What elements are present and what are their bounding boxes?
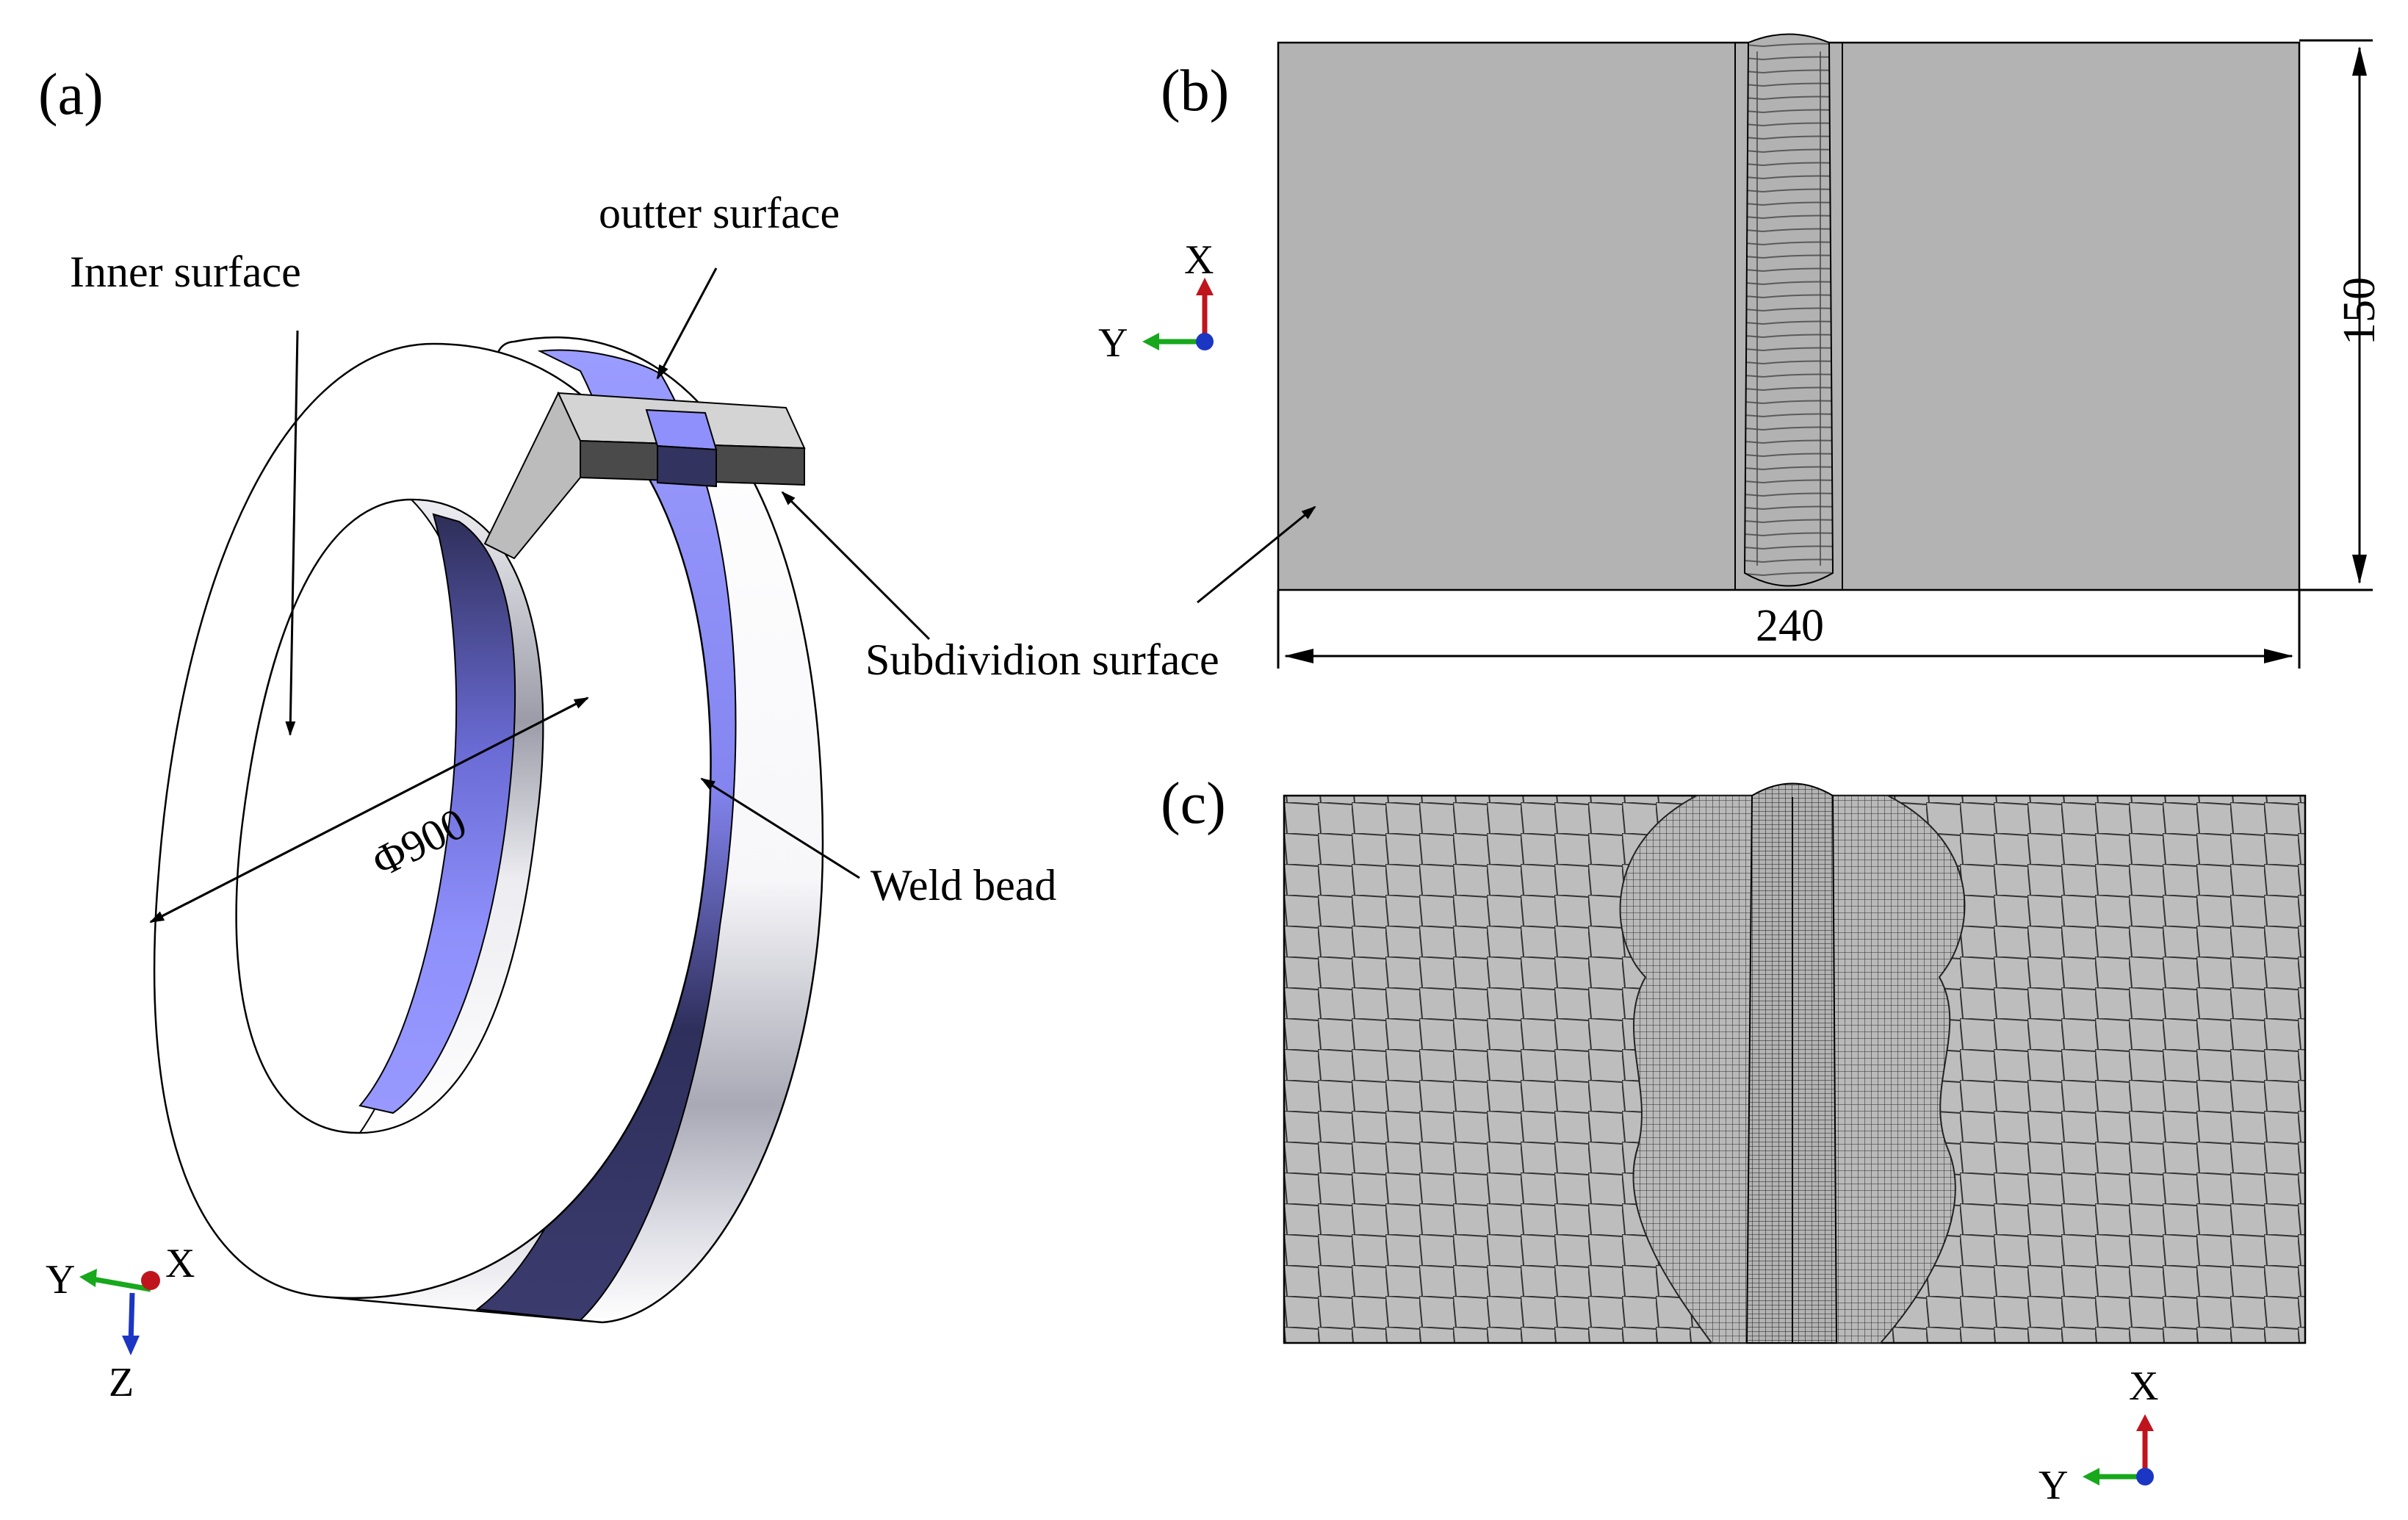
subdivision-block <box>483 391 806 560</box>
triad-a-z-arrowhead <box>122 1336 140 1355</box>
triad-b-origin <box>1196 333 1214 350</box>
triad-c: X Y <box>2038 1364 2158 1508</box>
label-subdivision-surface: Subdividion surface <box>865 635 1219 684</box>
arrow-inner-surface <box>285 330 299 736</box>
dim-240-label: 240 <box>1756 601 1824 651</box>
triad-b-y-arrowhead <box>1142 333 1159 350</box>
triad-a-y-axis <box>87 1275 151 1292</box>
arrow-subdivision-surface <box>1197 505 1316 604</box>
triad-c-y-label: Y <box>2038 1463 2068 1508</box>
triad-c-x-label: X <box>2129 1364 2158 1409</box>
dim-150-label: 150 <box>2335 277 2384 345</box>
triad-a-x-dot <box>141 1271 160 1290</box>
triad-a: X Y Z <box>46 1241 195 1405</box>
triad-b: X Y <box>1098 237 1214 366</box>
weld-bead-inner-band <box>358 513 516 1114</box>
triad-a-x-label: X <box>165 1241 195 1286</box>
diameter-arrow-right <box>150 696 589 923</box>
triad-c-y-arrowhead <box>2083 1468 2099 1485</box>
triad-a-y-arrowhead <box>79 1269 97 1287</box>
ring-model <box>153 336 824 1324</box>
label-outer-surface: outter surface <box>599 189 840 237</box>
panel-b: (b) 150 240 Subdividion surface <box>865 33 2384 684</box>
weld-bead-toe-lines <box>1756 51 1821 566</box>
arrow-outer-surface <box>656 267 718 380</box>
label-weld-bead: Weld bead <box>870 861 1056 910</box>
mesh-model <box>1283 782 2307 1344</box>
triad-b-y-label: Y <box>1098 320 1128 366</box>
panel-a-label: (a) <box>38 62 104 127</box>
label-inner-surface: Inner surface <box>70 248 301 296</box>
triad-b-x-arrowhead <box>1196 278 1214 295</box>
arrow-weld-bead <box>700 777 860 879</box>
panel-c-label: (c) <box>1161 771 1226 836</box>
panel-b-label: (b) <box>1161 59 1229 123</box>
triad-a-z-label: Z <box>109 1360 134 1405</box>
triad-a-y-label: Y <box>46 1257 75 1303</box>
triad-c-x-arrowhead <box>2136 1414 2154 1431</box>
triad-c-origin <box>2136 1468 2154 1485</box>
panel-a: (a) Inner surface outter surface <box>38 62 1056 1405</box>
panel-c: (c) X Y <box>1161 771 2307 1508</box>
triad-b-x-label: X <box>1184 237 1214 283</box>
weld-bead-passes <box>1743 33 1834 587</box>
plate-model <box>1277 33 2301 591</box>
arrow-subdivision-block <box>781 491 931 641</box>
